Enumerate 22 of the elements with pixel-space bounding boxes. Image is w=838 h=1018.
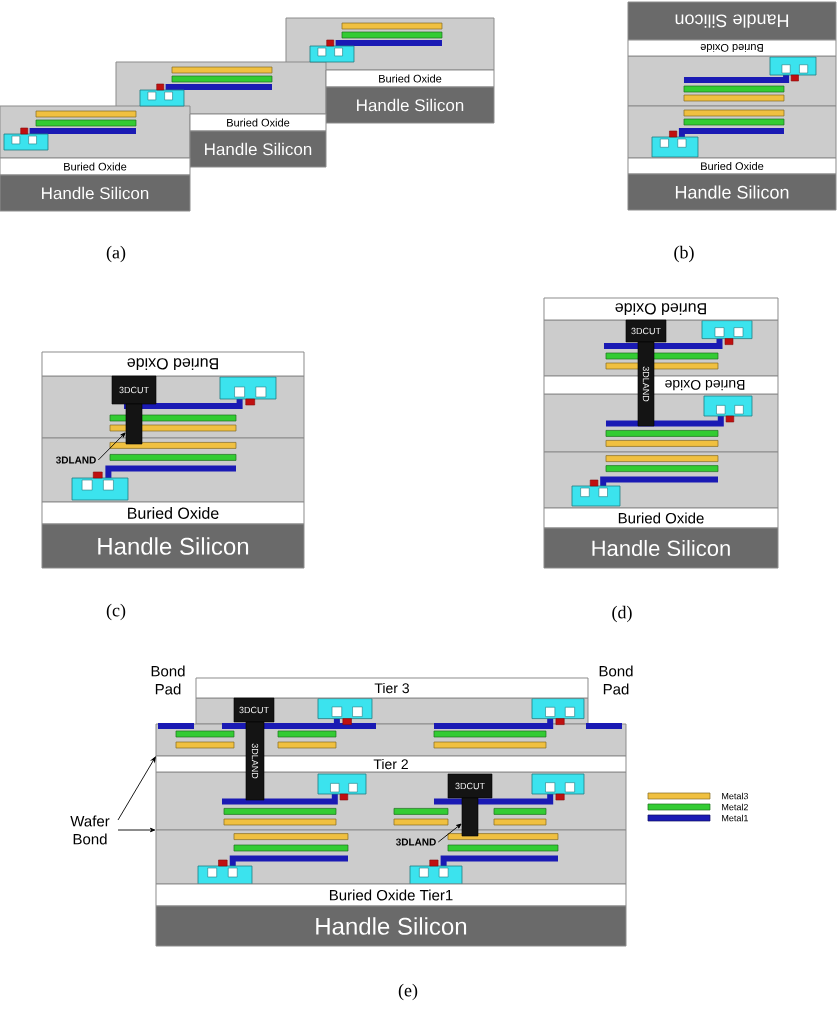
handle-silicon-layer: Handle Silicon	[325, 86, 495, 124]
handle-silicon-layer: Handle Silicon	[189, 130, 327, 168]
panel-label: (a)	[106, 245, 126, 263]
via-bar	[461, 797, 479, 837]
handle-silicon-layer: Handle Silicon	[155, 905, 627, 947]
leader-arrow	[437, 823, 462, 843]
leader-arrow	[117, 756, 156, 821]
oxide-layer: Buried Oxide	[41, 501, 305, 525]
oxide-layer: Buried Oxide	[41, 351, 305, 377]
handle-silicon-layer: Handle Silicon	[627, 1, 837, 41]
oxide-layer: Buried Oxide	[543, 297, 779, 321]
panel-label: (b)	[674, 245, 694, 263]
leader-arrow	[97, 432, 126, 461]
handle-silicon-layer: Handle Silicon	[41, 523, 305, 569]
handle-silicon-layer: Handle Silicon	[0, 174, 191, 212]
panel-label: (e)	[398, 983, 418, 1001]
handle-silicon-layer: Handle Silicon	[543, 527, 779, 569]
leader-arrow	[117, 827, 156, 833]
panel-label: (d)	[612, 605, 632, 623]
via-bar	[125, 403, 143, 445]
handle-silicon-layer: Handle Silicon	[627, 173, 837, 211]
panel-label: (c)	[106, 603, 126, 621]
